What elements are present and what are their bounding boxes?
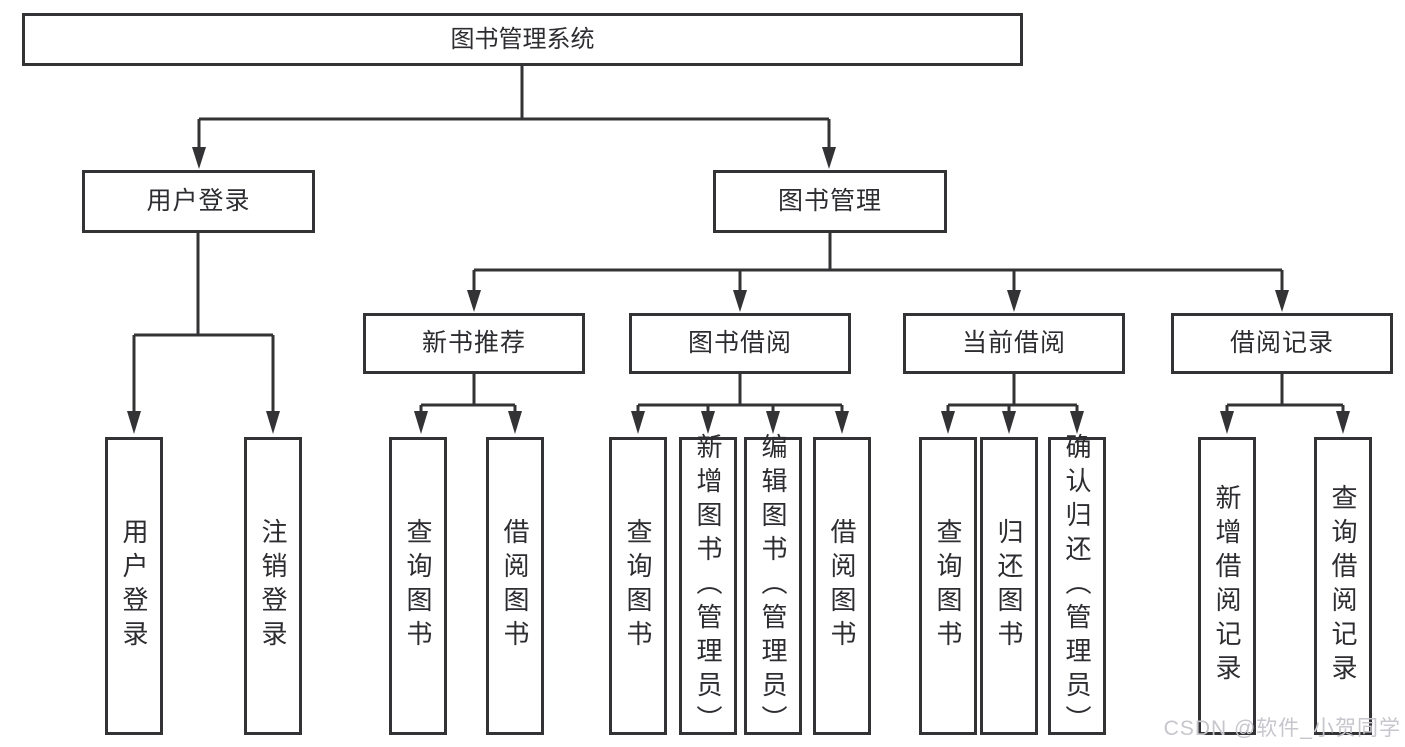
leaf-newbooks-query: 查询图书 bbox=[389, 437, 447, 735]
leaf-records-query: 查询借阅记录 bbox=[1314, 437, 1372, 735]
leaf-logout: 注销登录 bbox=[244, 437, 302, 735]
leaf-label: 借阅图书 bbox=[827, 518, 857, 654]
leaf-label: 借阅图书 bbox=[500, 518, 530, 654]
arrowheads bbox=[127, 147, 1350, 434]
leaf-label: 编辑图书（管理员） bbox=[758, 433, 788, 739]
node-new-book-recommend: 新书推荐 bbox=[363, 313, 585, 374]
leaf-label: 注销登录 bbox=[258, 518, 288, 654]
leaf-borrow-edit-admin: 编辑图书（管理员） bbox=[744, 433, 802, 739]
leaf-label: 查询图书 bbox=[623, 518, 653, 654]
leaf-records-add: 新增借阅记录 bbox=[1198, 437, 1256, 735]
edge-newbooks-children bbox=[419, 374, 517, 412]
leaf-label: 新增图书（管理员） bbox=[693, 433, 723, 739]
leaf-current-confirm-admin: 确认归还（管理员） bbox=[1048, 433, 1106, 739]
edge-root-to-level1 bbox=[197, 66, 831, 149]
node-label: 当前借阅 bbox=[961, 329, 1066, 357]
edge-borrow-children bbox=[636, 374, 844, 412]
node-user-login: 用户登录 bbox=[82, 170, 315, 233]
leaf-current-query: 查询图书 bbox=[919, 437, 977, 735]
edges bbox=[132, 66, 1345, 412]
leaf-user-login: 用户登录 bbox=[105, 437, 163, 735]
node-label: 新书推荐 bbox=[421, 329, 526, 357]
leaf-label: 查询图书 bbox=[403, 518, 433, 654]
leaf-label: 查询图书 bbox=[933, 518, 963, 654]
node-label: 图书管理系统 bbox=[450, 25, 595, 53]
node-label: 图书管理 bbox=[777, 187, 882, 215]
leaf-newbooks-borrow: 借阅图书 bbox=[486, 437, 544, 735]
node-book-management: 图书管理 bbox=[713, 170, 947, 233]
node-system-root: 图书管理系统 bbox=[22, 13, 1023, 66]
leaf-borrow-book: 借阅图书 bbox=[813, 437, 871, 735]
csdn-watermark: CSDN @软件_小贺同学 bbox=[1163, 717, 1401, 740]
node-label: 用户登录 bbox=[146, 187, 251, 215]
leaf-current-return: 归还图书 bbox=[980, 437, 1038, 735]
leaf-label: 新增借阅记录 bbox=[1212, 484, 1242, 688]
node-label: 图书借阅 bbox=[687, 329, 792, 357]
edge-user-login-children bbox=[132, 233, 275, 412]
leaf-borrow-add-admin: 新增图书（管理员） bbox=[679, 433, 737, 739]
leaf-label: 归还图书 bbox=[994, 518, 1024, 654]
leaf-label: 用户登录 bbox=[119, 518, 149, 654]
node-book-borrow: 图书借阅 bbox=[629, 313, 851, 374]
edge-current-children bbox=[946, 374, 1079, 412]
edge-records-children bbox=[1225, 374, 1345, 412]
node-borrow-records: 借阅记录 bbox=[1171, 313, 1393, 374]
node-current-borrow: 当前借阅 bbox=[903, 313, 1125, 374]
edge-book-management-children bbox=[472, 233, 1284, 292]
node-label: 借阅记录 bbox=[1229, 329, 1334, 357]
leaf-label: 查询借阅记录 bbox=[1328, 484, 1358, 688]
leaf-label: 确认归还（管理员） bbox=[1062, 433, 1092, 739]
leaf-borrow-query: 查询图书 bbox=[609, 437, 667, 735]
